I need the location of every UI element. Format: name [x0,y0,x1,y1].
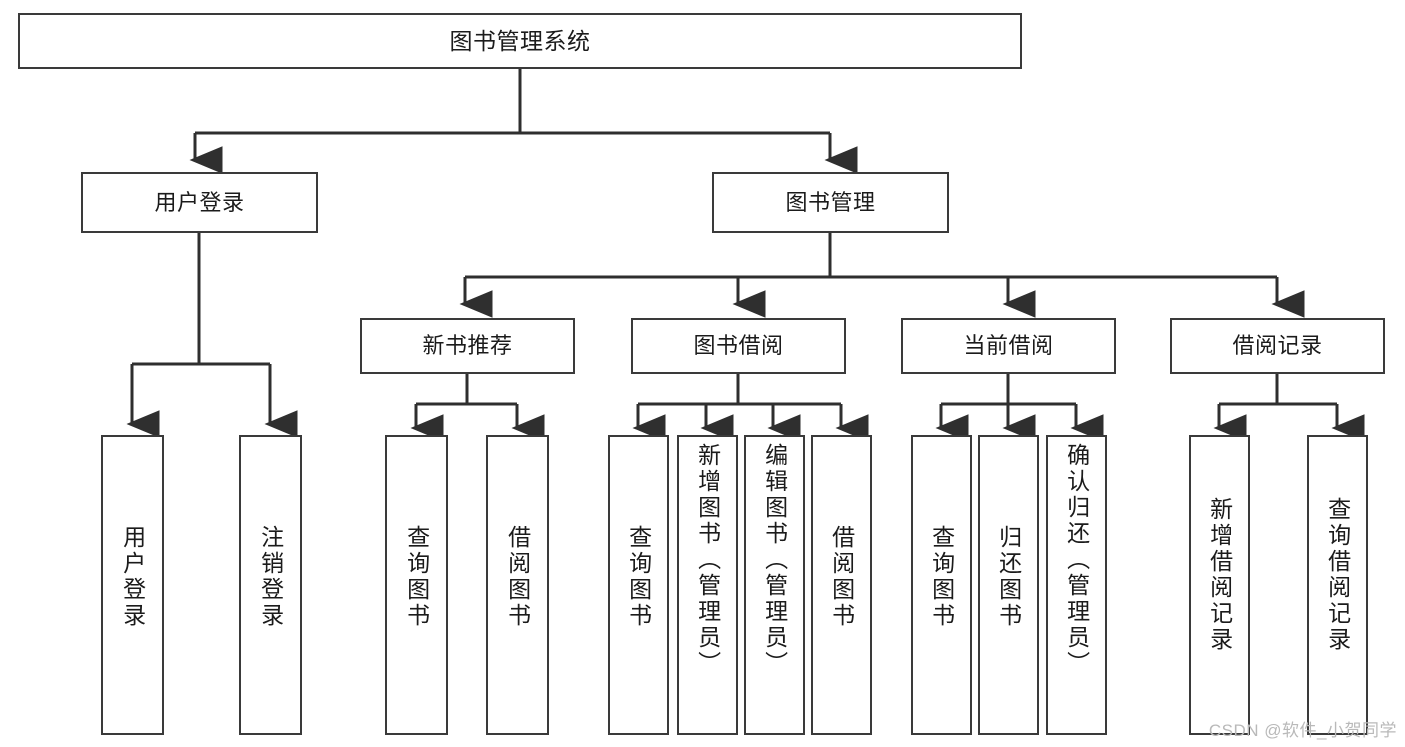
leaf-new-book-query-book[interactable]: 查询图书 [385,435,448,735]
node-label: 当前借阅 [963,333,1054,359]
node-label: 图书管理系统 [449,27,591,54]
leaf-book-borrow-borrow-book[interactable]: 借阅图书 [811,435,872,735]
node-current-borrow[interactable]: 当前借阅 [901,318,1116,374]
node-label: 查询图书 [928,525,955,629]
leaf-current-borrow-return-book[interactable]: 归还图书 [978,435,1039,735]
node-user-login[interactable]: 用户登录 [81,172,318,233]
node-label: 新书推荐 [422,333,513,359]
leaf-user-login-logout[interactable]: 注销登录 [239,435,302,735]
node-label: 查询图书 [625,525,652,629]
leaf-current-borrow-confirm-return-admin[interactable]: 确认归还（管理员） [1046,435,1107,735]
node-label: 编辑图书（管理员） [761,443,788,677]
node-label: 借阅图书 [504,525,531,629]
node-new-book-recommend[interactable]: 新书推荐 [360,318,575,374]
node-label: 用户登录 [154,189,245,215]
node-label: 注销登录 [257,525,284,629]
leaf-borrow-record-query-record[interactable]: 查询借阅记录 [1307,435,1368,735]
node-label: 查询借阅记录 [1324,497,1351,653]
node-borrow-record[interactable]: 借阅记录 [1170,318,1385,374]
node-label: 查询图书 [403,525,430,629]
node-label: 图书借阅 [693,333,784,359]
node-label: 确认归还（管理员） [1063,443,1090,677]
leaf-new-book-borrow-book[interactable]: 借阅图书 [486,435,549,735]
leaf-current-borrow-query-book[interactable]: 查询图书 [911,435,972,735]
node-book-management[interactable]: 图书管理 [712,172,949,233]
node-label: 新增借阅记录 [1206,497,1233,653]
node-label: 图书管理 [785,189,876,215]
leaf-book-borrow-edit-book-admin[interactable]: 编辑图书（管理员） [744,435,805,735]
node-book-borrow[interactable]: 图书借阅 [631,318,846,374]
node-root-book-management-system[interactable]: 图书管理系统 [18,13,1022,69]
leaf-borrow-record-add-record[interactable]: 新增借阅记录 [1189,435,1250,735]
node-label: 用户登录 [119,525,146,629]
node-label: 归还图书 [995,525,1022,629]
leaf-book-borrow-add-book-admin[interactable]: 新增图书（管理员） [677,435,738,735]
node-label: 新增图书（管理员） [694,443,721,677]
leaf-book-borrow-query-book[interactable]: 查询图书 [608,435,669,735]
node-label: 借阅记录 [1232,333,1323,359]
leaf-user-login-login[interactable]: 用户登录 [101,435,164,735]
watermark-text: CSDN @软件_小贺同学 [1208,721,1397,740]
node-label: 借阅图书 [828,525,855,629]
